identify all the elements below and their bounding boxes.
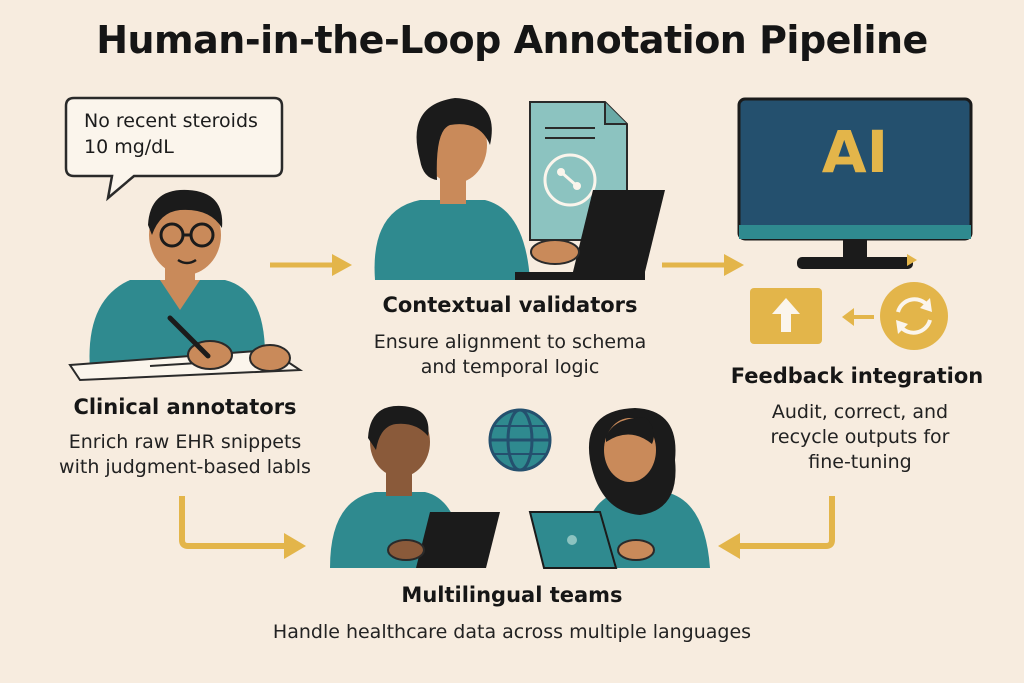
contextual-desc-line-2: and temporal logic [420, 356, 600, 378]
arrow-feedback-to-multilingual [718, 496, 835, 559]
page-title: Human-in-the-Loop Annotation Pipeline [96, 18, 928, 62]
multilingual-teams-heading: Multilingual teams [401, 583, 623, 607]
contextual-validators-heading: Contextual validators [382, 293, 638, 317]
clinical-desc-line-2: with judgment-based labls [59, 456, 311, 478]
clinical-annotator-illustration [68, 189, 304, 382]
multilingual-teams-desc: Handle healthcare data across multiple l… [272, 621, 752, 643]
ai-monitor-illustration [737, 97, 973, 269]
left-arrow-icon [842, 308, 874, 326]
feedback-desc-line-1: Audit, correct, and [771, 401, 949, 423]
arrow-clinical-to-contextual [270, 254, 352, 276]
clinical-desc-line-1: Enrich raw EHR snippets [68, 431, 302, 453]
bubble-line-2: 10 mg/dL [84, 136, 174, 158]
arrow-clinical-to-multilingual [179, 496, 306, 559]
multilingual-teams-illustration [330, 405, 710, 569]
feedback-desc-line-2: recycle outputs for [770, 426, 950, 448]
clinical-annotators-heading: Clinical annotators [73, 395, 297, 419]
speech-bubble-text: No recent steroids 10 mg/dL [84, 108, 284, 160]
refresh-cycle-icon [880, 282, 948, 350]
contextual-desc-line-1: Ensure alignment to schema [373, 331, 647, 353]
feedback-integration-desc: Audit, correct, and recycle outputs for … [715, 400, 1005, 475]
ai-label: AI [821, 118, 889, 186]
arrow-contextual-to-ai [662, 254, 744, 276]
feedback-integration-heading: Feedback integration [730, 364, 984, 388]
small-play-icon [907, 254, 917, 266]
contextual-validator-illustration [374, 98, 665, 280]
clinical-annotators-desc: Enrich raw EHR snippets with judgment-ba… [30, 430, 340, 480]
speech-bubble [64, 96, 284, 202]
upload-icon [750, 288, 822, 344]
feedback-desc-line-3: fine-tuning [808, 451, 912, 473]
contextual-validators-desc: Ensure alignment to schema and temporal … [340, 330, 680, 380]
bubble-line-1: No recent steroids [84, 110, 258, 132]
